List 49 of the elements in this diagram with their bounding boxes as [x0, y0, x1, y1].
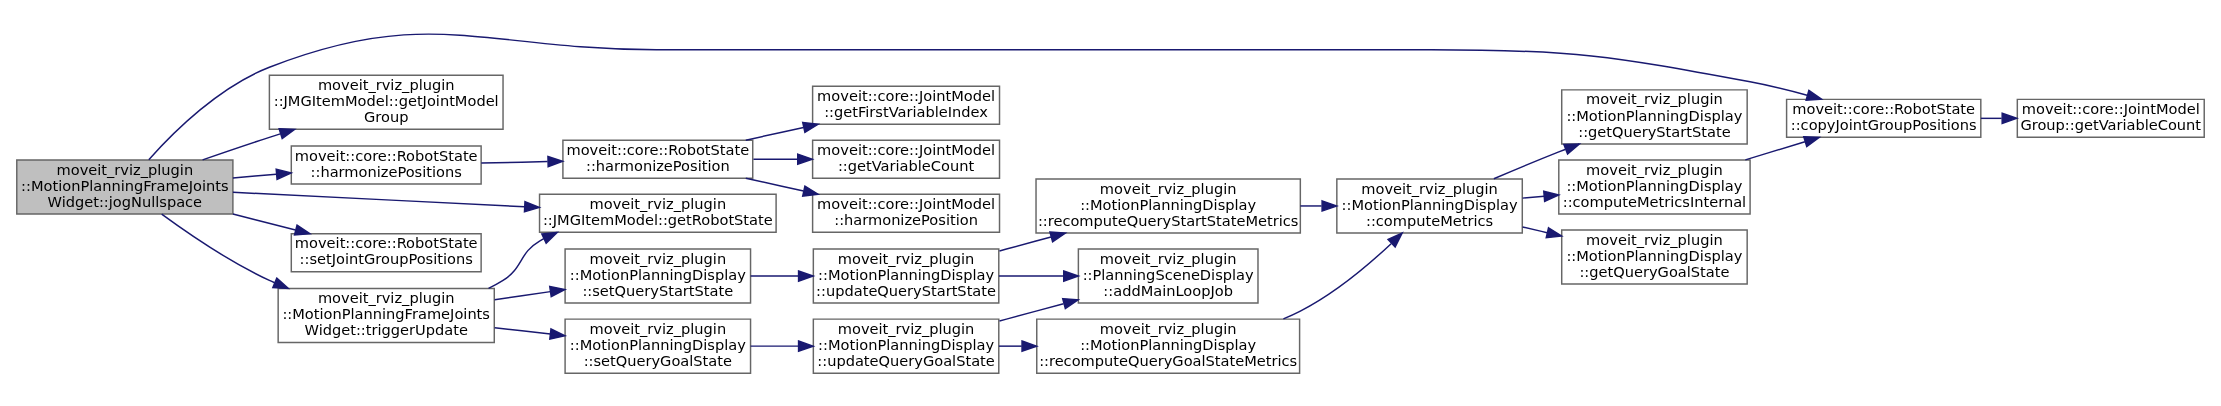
arrow [1282, 231, 1404, 320]
arrow [148, 32, 1824, 160]
arrow [487, 230, 560, 289]
arrow [232, 191, 542, 213]
node-box: moveit_rviz_plugin ::MotionPlanningDisplay ::recomputeQueryStartStateMetrics [1035, 177, 1302, 234]
node-box: moveit::core::JointModel ::getVariableCount [811, 139, 1001, 179]
arrow [749, 339, 816, 352]
node-box: moveit::core::JointModel Group::getVariableCount [2016, 98, 2205, 138]
arrow [493, 326, 568, 340]
arrow [1980, 111, 2019, 124]
arrow [480, 154, 565, 168]
node-box: moveit::core::JointModel ::harmonizePosition [811, 193, 1001, 233]
node-box: moveit_rviz_plugin ::MotionPlanningDisplay ::setQueryGoalState [564, 317, 752, 374]
node-box: moveit_rviz_plugin ::MotionPlanningDisplay ::recomputeQueryGoalStateMetrics [1036, 317, 1301, 374]
arrow [998, 297, 1081, 322]
node-box: moveit::core::RobotState ::setJointGroupPositions [290, 232, 482, 272]
arrow [998, 230, 1068, 252]
arrow [232, 167, 294, 180]
arrow [493, 285, 568, 300]
node-box: moveit_rviz_plugin ::JMGItemModel::getJointModel Group [268, 74, 504, 130]
node-box: moveit_rviz_plugin ::MotionPlanningDisplay ::updateQueryGoalState [812, 317, 1000, 374]
arrow [1299, 199, 1339, 212]
node-box: moveit_rviz_plugin ::MotionPlanningDisplay ::computeMetricsInternal [1558, 158, 1751, 215]
arrow [998, 269, 1081, 282]
arrow [1521, 189, 1561, 202]
node-box: moveit_rviz_plugin ::MotionPlanningDisplay ::updateQueryStartState [812, 247, 1000, 304]
node-box: moveit_rviz_plugin ::MotionPlanningFrameJoints Widget::triggerUpdate [277, 287, 495, 343]
node-box: moveit_rviz_plugin ::MotionPlanningFrameJoints Widget::jogNullspace [16, 158, 234, 215]
arrow [1744, 135, 1822, 161]
arrow [232, 212, 313, 236]
node-box: moveit::core::RobotState ::harmonizePositions [290, 144, 482, 185]
node-box: moveit_rviz_plugin ::MotionPlanningDisplay ::computeMetrics [1336, 177, 1523, 234]
arrow [1493, 142, 1582, 179]
node-box: moveit_rviz_plugin ::JMGItemModel::getRobotState [538, 193, 777, 233]
node-box: moveit::core::JointModel ::getFirstVariableIndex [811, 85, 1001, 125]
arrow [752, 152, 815, 165]
arrow [749, 269, 816, 282]
node-box: moveit_rviz_plugin ::MotionPlanningDisplay ::getQueryStartState [1561, 88, 1748, 145]
arrow [160, 212, 291, 289]
node-box: moveit_rviz_plugin ::PlanningSceneDisplay ::addMainLoopJob [1077, 247, 1259, 304]
arrow [745, 177, 821, 197]
node-box: moveit_rviz_plugin ::MotionPlanningDisplay ::setQueryStartState [564, 247, 752, 304]
arrow [998, 339, 1039, 352]
node-box: moveit::core::RobotState ::copyJointGroupPositions [1785, 98, 1982, 138]
arrow [1521, 225, 1564, 239]
arrow [745, 121, 821, 141]
node-box: moveit_rviz_plugin ::MotionPlanningDisplay ::getQueryGoalState [1561, 228, 1748, 285]
node-box: moveit::core::RobotState ::harmonizePosition [562, 139, 754, 179]
arrow [201, 127, 297, 161]
